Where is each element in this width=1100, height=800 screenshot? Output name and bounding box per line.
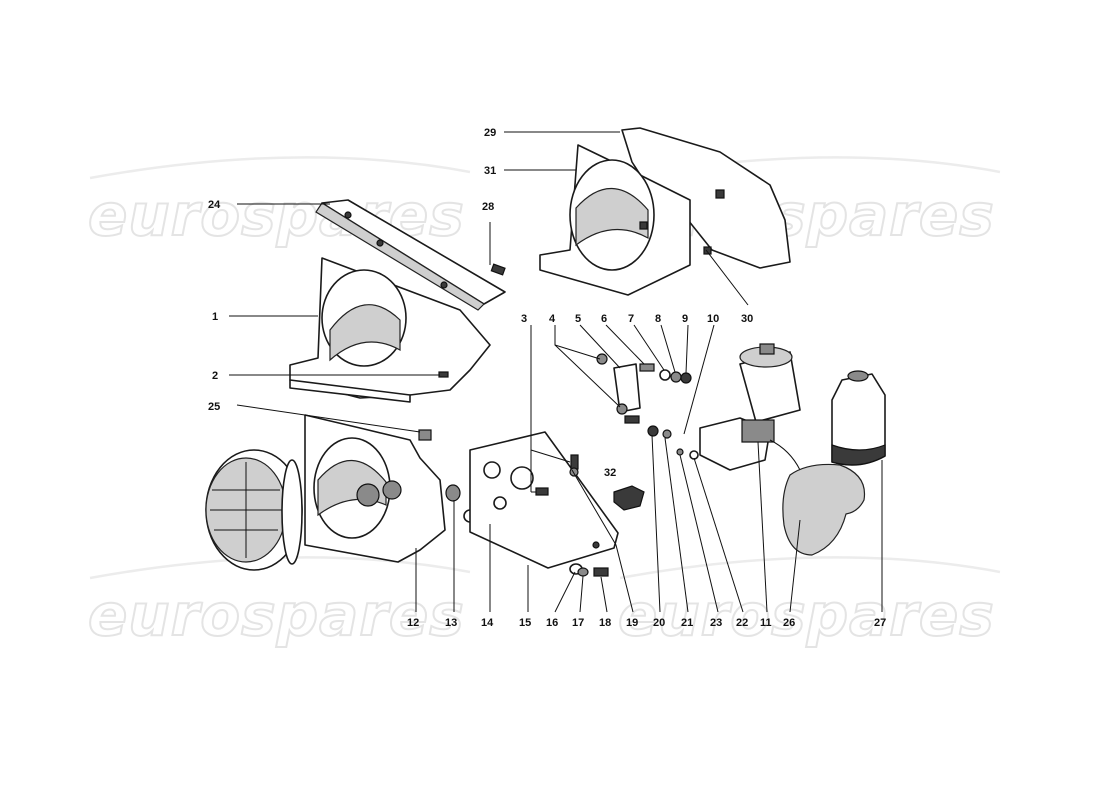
callout-label-32: 32	[604, 467, 616, 479]
leader-line	[605, 324, 645, 365]
leader-lines	[229, 131, 883, 613]
callout-label-27: 27	[874, 617, 886, 629]
leader-line	[789, 519, 801, 613]
callout-label-26: 26	[783, 617, 795, 629]
leader-line	[693, 457, 744, 613]
watermark-swoosh	[619, 556, 1001, 580]
callout-label-8: 8	[655, 313, 661, 325]
callout-label-5: 5	[575, 313, 581, 325]
reservoir-part	[831, 370, 886, 466]
leader-line	[579, 575, 584, 613]
watermark-swoosh	[89, 156, 471, 180]
callout-label-20: 20	[653, 617, 665, 629]
callout-label-9: 9	[682, 313, 688, 325]
callout-label-3: 3	[521, 313, 527, 325]
mounting-plate-part	[469, 431, 619, 569]
upper-housing-part	[539, 127, 791, 296]
callout-label-6: 6	[601, 313, 607, 325]
watermark-logo-bottom-left: eurospares	[88, 581, 465, 649]
callout-label-30: 30	[741, 313, 753, 325]
callout-label-31: 31	[484, 165, 496, 177]
bolt-part	[490, 263, 506, 276]
leader-line	[705, 249, 749, 306]
callout-label-21: 21	[681, 617, 693, 629]
linkage-part	[596, 353, 692, 415]
leader-line	[685, 324, 689, 374]
leader-line	[554, 344, 621, 408]
watermark-logo-bottom-right: eurospares	[618, 581, 995, 649]
leader-line	[554, 325, 601, 360]
callout-label-1: 1	[212, 311, 218, 323]
callout-label-23: 23	[710, 617, 722, 629]
callout-label-18: 18	[599, 617, 611, 629]
leader-line	[664, 437, 689, 613]
callout-labels: 1 2 3 4 5 6 7 8 9 10 11 12 13 14 15 16 1…	[208, 127, 886, 629]
leader-line	[554, 571, 576, 613]
callout-label-12: 12	[407, 617, 419, 629]
callout-label-16: 16	[546, 617, 558, 629]
motor-assembly-part	[699, 343, 801, 471]
callout-label-10: 10	[707, 313, 719, 325]
leader-line	[757, 441, 768, 613]
callout-label-19: 19	[626, 617, 638, 629]
callout-label-14: 14	[481, 617, 494, 629]
cover-panel-part	[315, 199, 506, 311]
callout-label-24: 24	[208, 199, 221, 211]
callout-label-11: 11	[760, 617, 772, 629]
leader-line	[683, 324, 715, 435]
callout-label-28: 28	[482, 201, 494, 213]
headlamp-frame-part	[304, 414, 446, 563]
washer-bolt-part	[569, 563, 609, 577]
nut-part	[418, 429, 432, 441]
switch-part	[613, 485, 645, 511]
callout-label-22: 22	[736, 617, 748, 629]
headlight-housing-part	[289, 257, 491, 403]
leader-line	[579, 324, 621, 369]
leader-line	[679, 454, 719, 613]
leader-line	[651, 434, 661, 613]
fasteners-part	[624, 415, 699, 460]
screw-part	[438, 371, 449, 378]
rubber-boot-part	[782, 463, 866, 556]
headlamp-unit-part	[205, 449, 303, 571]
callout-label-4: 4	[549, 313, 556, 325]
leader-line	[660, 324, 676, 373]
callout-label-17: 17	[572, 617, 584, 629]
leader-line	[530, 449, 571, 463]
callout-label-25: 25	[208, 401, 220, 413]
leader-line	[571, 469, 634, 613]
callout-label-15: 15	[519, 617, 531, 629]
callout-label-29: 29	[484, 127, 496, 139]
grommet-part	[445, 484, 461, 502]
leader-line	[600, 576, 608, 613]
leader-line	[633, 324, 665, 371]
leader-line	[236, 404, 421, 433]
callout-label-7: 7	[628, 313, 634, 325]
callout-label-13: 13	[445, 617, 457, 629]
callout-label-2: 2	[212, 370, 218, 382]
